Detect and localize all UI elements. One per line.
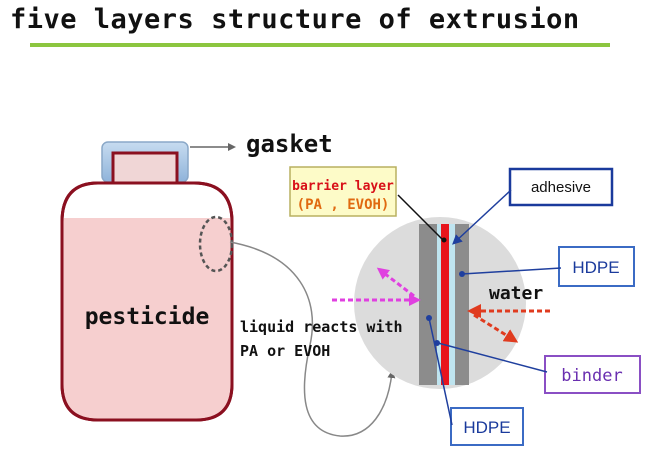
pesticide-deflect-arrow (376, 267, 415, 298)
layer-stack (419, 224, 469, 385)
binder-callout: binder (544, 355, 641, 394)
bottle-cap (101, 141, 189, 186)
barrier-label-line2: (PA , EVOH) (297, 197, 390, 213)
gasket-label: gasket (246, 130, 333, 158)
pesticide-bottle (60, 181, 234, 422)
hdpe-bottom-leader (428, 317, 453, 426)
hdpe-bottom-callout: HDPE (450, 407, 524, 446)
barrier-label-line1: barrier layer (292, 179, 394, 194)
title-underline (30, 43, 610, 47)
binder-layer (437, 224, 441, 385)
pesticide-label: pesticide (85, 304, 210, 330)
hdpe-right-leader (461, 267, 562, 275)
hdpe-right-label: HDPE (572, 258, 619, 277)
hdpe-bottom-label: HDPE (463, 418, 510, 437)
zoom-region-marker (198, 215, 234, 273)
reaction-text-line2: PA or EVOH (240, 342, 330, 360)
adhesive-callout: adhesive (508, 167, 614, 207)
hdpe-inner-layer (419, 224, 437, 385)
hdpe-right-callout: HDPE (558, 246, 635, 287)
water-label: water (489, 283, 543, 304)
adhesive-leader-arrow (452, 189, 512, 245)
adhesive-label: adhesive (531, 179, 591, 196)
barrier-layer (441, 224, 449, 385)
reaction-text-line1: liquid reacts with (240, 318, 403, 336)
adhesive-layer (449, 224, 455, 385)
hdpe-outer-layer (455, 224, 469, 385)
binder-leader (437, 342, 548, 373)
barrier-layer-callout: barrier layer (PA , EVOH) (289, 166, 397, 217)
zoom-connector-arrow (229, 241, 396, 437)
binder-label: binder (561, 366, 622, 386)
barrier-leader-line (397, 194, 444, 241)
page-title: five layers structure of extrusion (10, 4, 580, 35)
